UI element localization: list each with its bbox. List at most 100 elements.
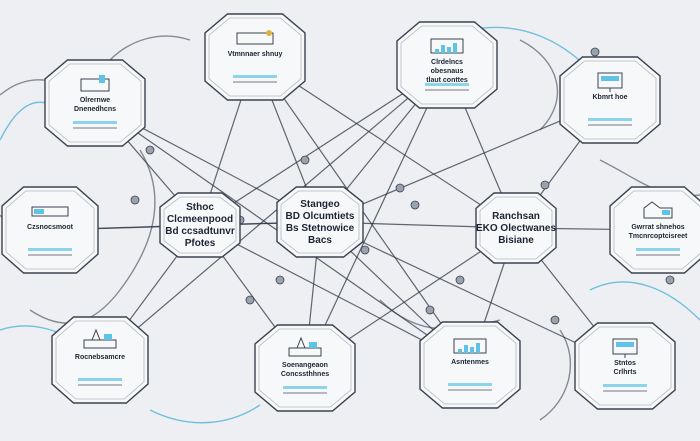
node-label-line: Ranchsan — [492, 211, 540, 222]
top-center-left-node: Vtmnnaer shnuy — [204, 13, 306, 101]
book-icon — [236, 30, 274, 45]
hexagon-inner-shape — [258, 328, 352, 408]
hexagon-inner-shape — [48, 63, 142, 143]
panel-bar — [233, 75, 277, 78]
top-center-right-node: Clrdelncs obesnaus tlaut conttes — [396, 21, 498, 109]
desk-icon — [288, 336, 322, 357]
node-label-line: Pfotes — [185, 238, 216, 249]
mid-left-node: Czsnocsmoot — [1, 186, 99, 274]
hexagon-shape — [1, 186, 99, 274]
hexagon-shape — [159, 192, 241, 258]
hexagon-shape — [419, 321, 521, 409]
node-label-line: Bs Stetnowice — [286, 223, 355, 234]
junction-dot — [455, 275, 465, 285]
bottom-center-right-node: Asntenmes — [419, 321, 521, 409]
node-label-line: Concssthhnes — [281, 371, 329, 378]
node-label-line: Dnenedhcns — [74, 106, 116, 113]
node-label-line: BD Olcumtiets — [286, 211, 355, 222]
panel-bar — [28, 254, 72, 256]
junction-dot — [540, 180, 550, 190]
node-label-line: EKO Olectwanes — [476, 223, 556, 234]
node-label-line: Bacs — [308, 235, 332, 246]
panel-bar — [73, 121, 117, 124]
node-label-line: Tmcnrcoptcisreet — [629, 233, 688, 240]
hexagon-inner-shape — [578, 326, 672, 406]
panel-bar — [283, 386, 327, 389]
bottom-left-node: Rocnebsamcre — [51, 316, 149, 404]
hexagon-inner-shape — [423, 325, 517, 405]
panel-bar — [78, 384, 122, 386]
node-label-line: Stntos — [614, 360, 636, 367]
panel-bar — [448, 389, 492, 391]
hexagon-shape — [51, 316, 149, 404]
hexagon-inner-shape — [479, 196, 553, 260]
toolbar-icon — [31, 206, 69, 217]
panel-bar — [603, 390, 647, 392]
node-label-line: Sthoc — [186, 202, 214, 213]
panel-bar — [73, 127, 117, 129]
node-label-line: tlaut conttes — [426, 77, 468, 84]
node-label-line: Bd ccsadtunvr — [165, 226, 235, 237]
decorative-curve — [519, 39, 559, 131]
monitor-icon — [597, 72, 623, 92]
node-label-line: Vtmnnaer shnuy — [228, 51, 283, 58]
node-label-line: Clrdelncs — [431, 59, 463, 66]
node-label-line: Soenangeaon — [282, 362, 328, 369]
edge-line — [319, 221, 626, 367]
panel-bar — [425, 89, 469, 91]
panel-bar — [588, 124, 632, 126]
panel-bar — [233, 81, 277, 83]
junction-dot — [145, 145, 155, 155]
hexagon-shape — [559, 56, 661, 144]
hexagon-inner-shape — [613, 190, 700, 270]
edge-line — [304, 64, 448, 369]
node-label-line: Crlhrts — [614, 369, 637, 376]
lab-icon — [83, 328, 117, 349]
decorative-curve — [589, 281, 700, 321]
junction-dot — [130, 195, 140, 205]
hexagon-shape — [44, 59, 146, 147]
hexagon-shape — [204, 13, 306, 101]
hexagon-shape — [475, 192, 557, 264]
junction-dot — [590, 47, 600, 57]
junction-dot — [425, 305, 435, 315]
hexagon-inner-shape — [400, 25, 494, 105]
node-label-line: Bisiane — [498, 235, 534, 246]
node-label-line: obesnaus — [431, 68, 464, 75]
junction-dot — [275, 275, 285, 285]
monitor-icon — [612, 338, 638, 358]
junction-dot — [550, 315, 560, 325]
edge-line — [99, 64, 448, 361]
factory-icon — [643, 201, 673, 219]
node-label-line: Clcmeenpood — [167, 214, 233, 225]
decorative-curve — [149, 404, 261, 424]
node-label-line: Gwrrat shnehos — [631, 224, 684, 231]
hexagon-inner-shape — [280, 190, 360, 254]
junction-dot — [300, 155, 310, 165]
panel-bar — [448, 383, 492, 386]
hexagon-inner-shape — [208, 17, 302, 97]
hexagon-inner-shape — [163, 196, 237, 254]
bar-chart-icon — [453, 338, 487, 354]
panel-bar — [588, 118, 632, 121]
junction-dot — [360, 245, 370, 255]
panel-bar — [28, 248, 72, 251]
hexagon-inner-shape — [55, 320, 145, 400]
panel-bar — [636, 254, 680, 256]
bar-chart-icon — [430, 38, 464, 54]
decorative-curve — [29, 149, 156, 324]
top-right-node: Kbmrt hoe — [559, 56, 661, 144]
node-label-line: Stangeo — [300, 199, 339, 210]
node-label-line: Czsnocsmoot — [27, 224, 74, 231]
junction-dot — [665, 275, 675, 285]
junction-dot — [410, 200, 420, 210]
